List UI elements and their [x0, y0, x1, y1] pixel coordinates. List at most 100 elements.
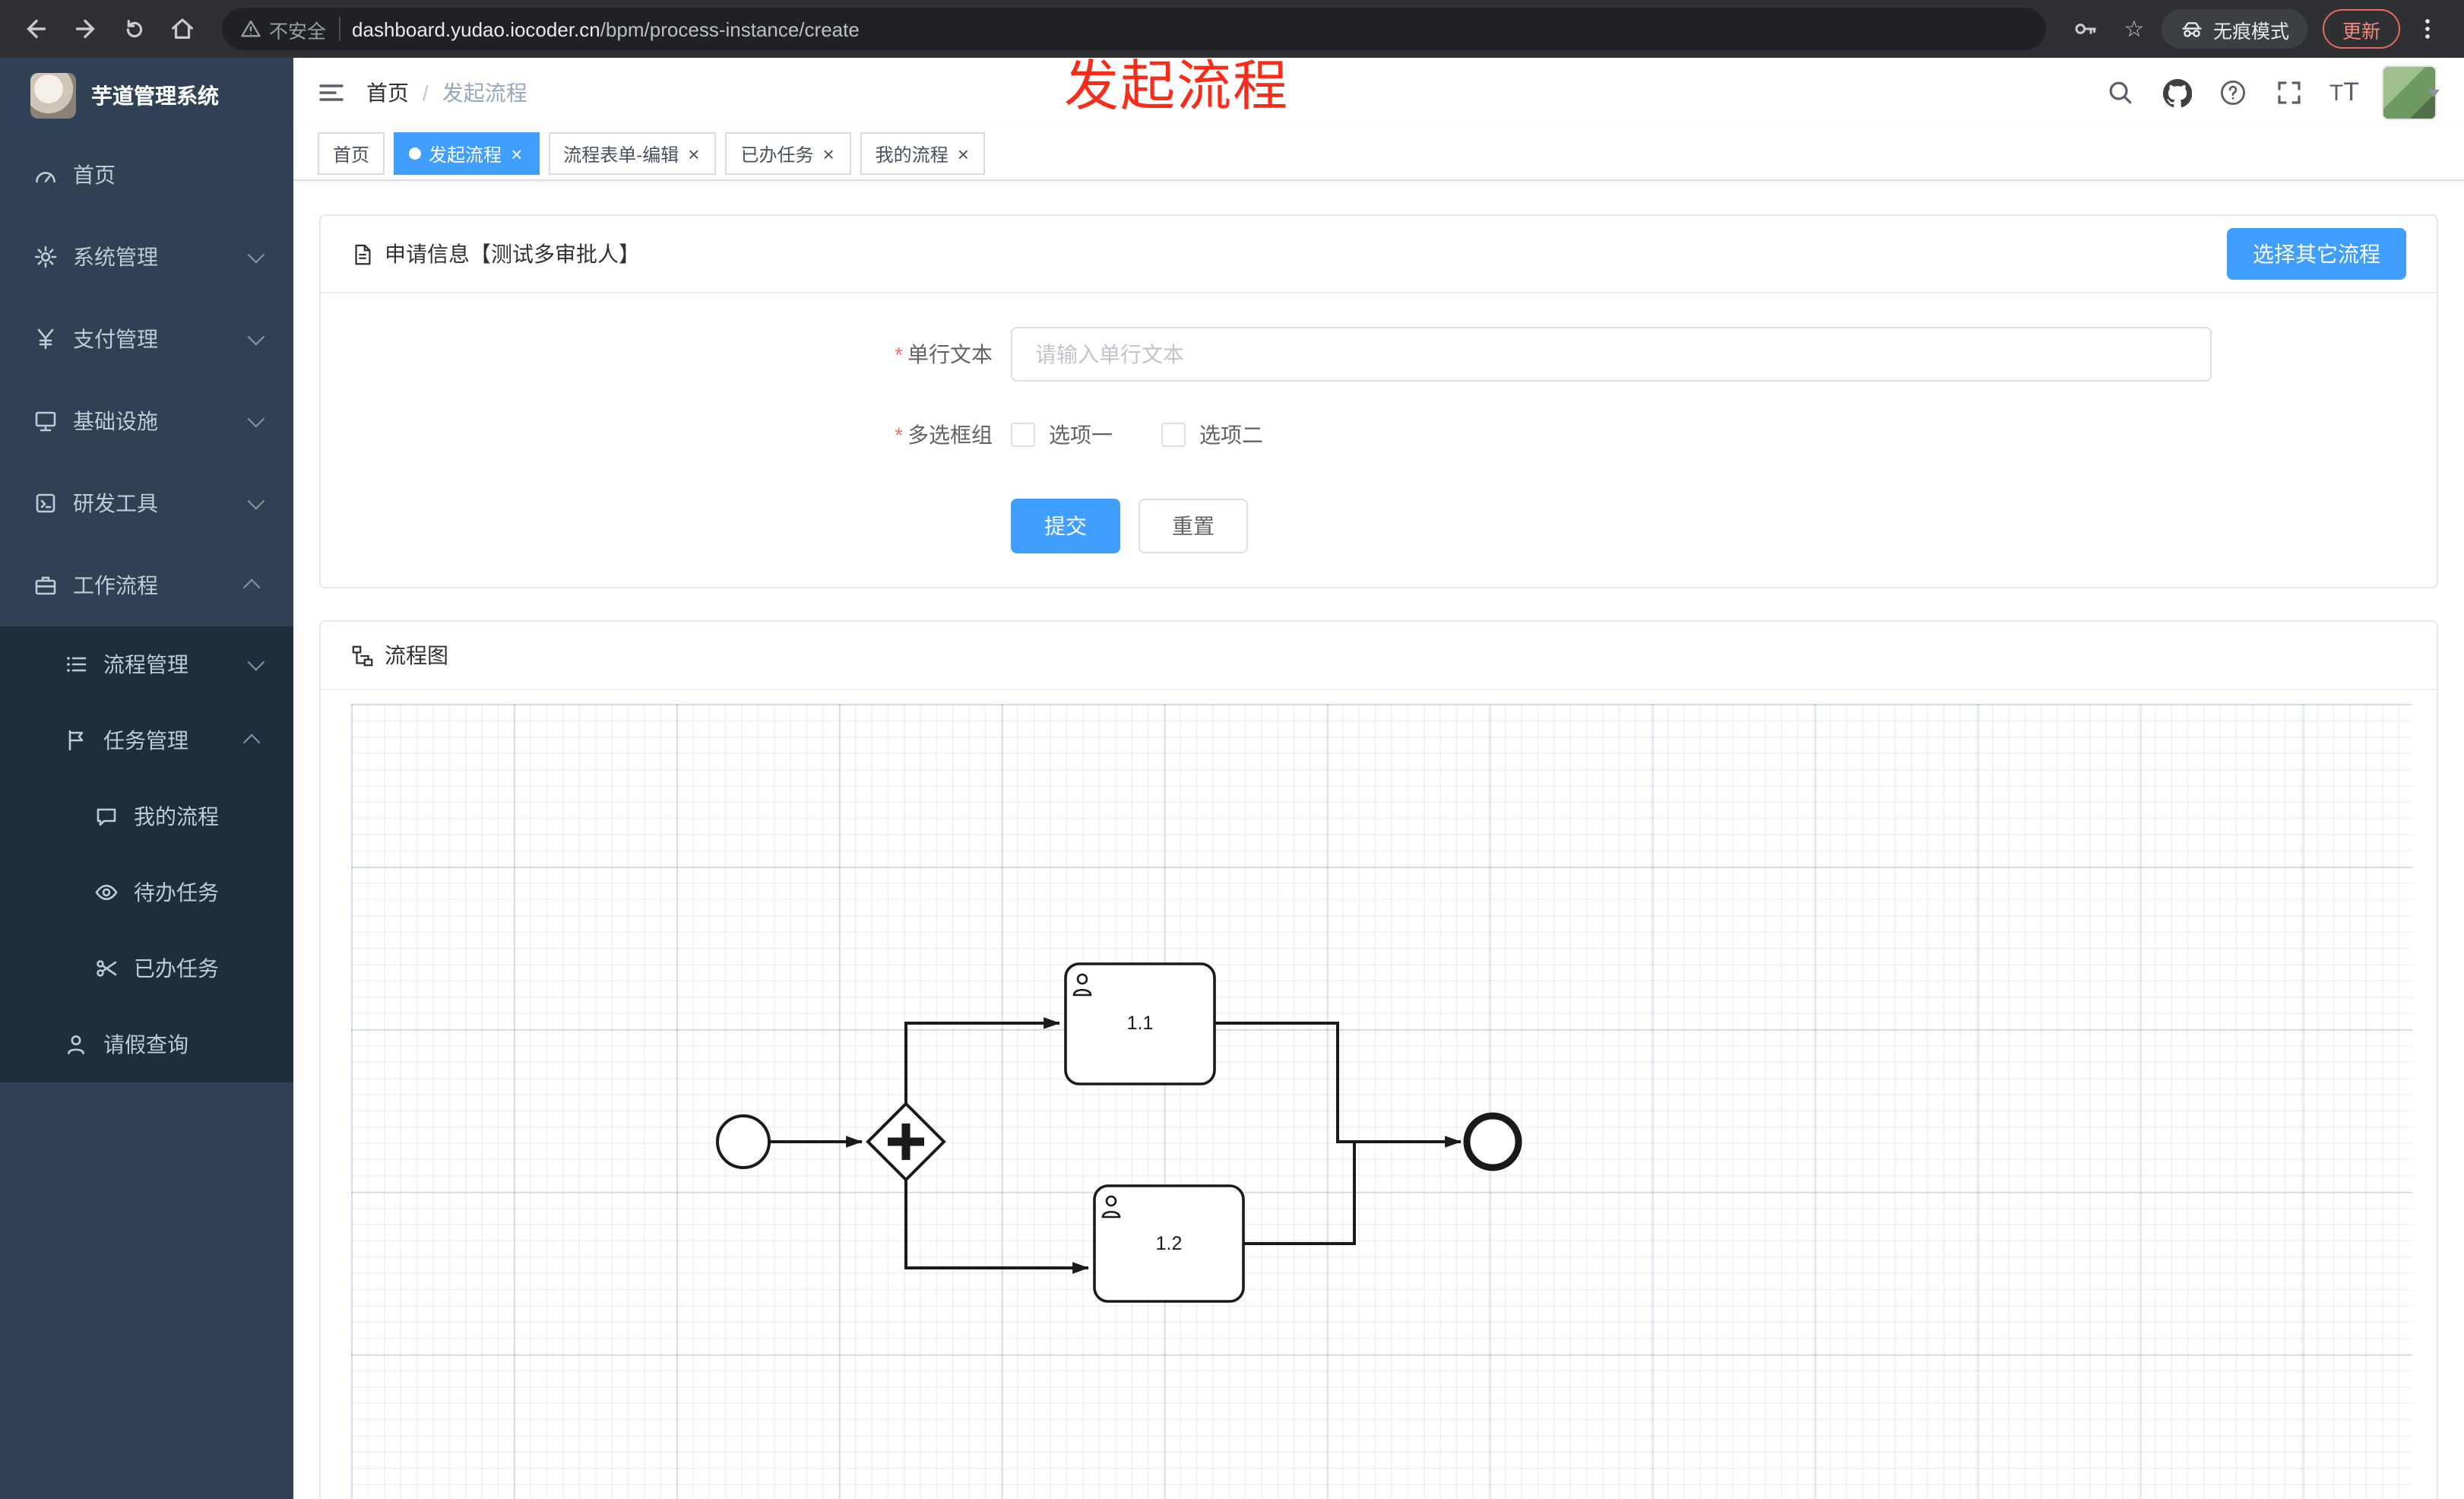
sidebar-item-workflow[interactable]: 工作流程	[0, 544, 293, 626]
gear-icon	[33, 245, 58, 269]
sidebar-item-label: 流程管理	[103, 652, 188, 677]
security-label: 不安全	[269, 21, 327, 42]
security-indicator[interactable]: 不安全	[240, 14, 326, 43]
bpmn-canvas[interactable]: 1.1 1.2	[351, 704, 2412, 1499]
url-text[interactable]: dashboard.yudao.iocoder.cn/bpm/process-i…	[352, 17, 860, 40]
header-search-button[interactable]	[2105, 76, 2138, 109]
tab-process-form-edit[interactable]: 流程表单-编辑 ×	[548, 132, 717, 175]
sidebar-item-label: 研发工具	[73, 491, 158, 515]
tab-close-icon[interactable]: ×	[688, 142, 700, 165]
sidebar-item-process-manage[interactable]: 流程管理	[0, 626, 293, 702]
tab-close-icon[interactable]: ×	[822, 142, 835, 165]
sidebar-item-task-manage[interactable]: 任务管理	[0, 702, 293, 778]
question-circle-icon	[2221, 80, 2246, 106]
parallel-plus-icon	[888, 1123, 924, 1160]
checkbox-label: 选项二	[1199, 423, 1263, 447]
sidebar-item-infrastructure[interactable]: 基础设施	[0, 380, 293, 462]
bookmark-star-button[interactable]: ☆	[2113, 8, 2155, 50]
url-host: dashboard.yudao.iocoder.cn	[352, 17, 600, 40]
text-field-label: *单行文本	[895, 342, 993, 366]
apply-info-title-row: 申请信息【测试多审批人】	[351, 239, 640, 269]
tab-close-icon[interactable]: ×	[511, 142, 523, 165]
sidebar-item-todo-task[interactable]: 待办任务	[0, 854, 293, 930]
sidebar-item-home[interactable]: 首页	[0, 134, 293, 216]
app-title: 芋道管理系统	[91, 84, 219, 108]
sidebar-item-label: 任务管理	[103, 728, 188, 753]
sidebar-item-label: 请假查询	[103, 1032, 188, 1057]
tab-home[interactable]: 首页	[318, 132, 385, 175]
sidebar-item-label: 我的流程	[134, 804, 219, 829]
fullscreen-button[interactable]	[2273, 76, 2307, 109]
sidebar-item-system-manage[interactable]: 系统管理	[0, 216, 293, 298]
chevron-down-icon	[247, 410, 265, 428]
chevron-up-icon	[242, 734, 261, 752]
dashboard-icon	[33, 163, 58, 187]
diagram-title: 流程图	[385, 643, 448, 667]
todo-task-icon	[94, 880, 119, 905]
bpmn-user-task-1: 1.1	[1064, 962, 1216, 1085]
checkbox-icon[interactable]	[1011, 423, 1035, 447]
checkbox-option-1[interactable]: 选项一	[1011, 420, 1113, 450]
bpmn-diagram: 1.1 1.2	[716, 962, 1522, 1303]
sidebar-item-label: 系统管理	[73, 245, 158, 269]
update-label: 更新	[2342, 21, 2380, 42]
breadcrumb-home[interactable]: 首页	[366, 81, 409, 105]
github-icon	[2162, 78, 2192, 107]
url-path: /bpm/process-instance/create	[600, 17, 860, 40]
tab-my-process[interactable]: 我的流程 ×	[860, 132, 986, 175]
user-task-icon	[1072, 973, 1092, 997]
browser-forward-button[interactable]	[64, 8, 106, 50]
task-manage-icon	[64, 728, 88, 753]
sidebar-item-leave-query[interactable]: 请假查询	[0, 1006, 293, 1082]
app-logo[interactable]: 芋道管理系统	[0, 58, 293, 134]
tab-start-process[interactable]: 发起流程 ×	[394, 132, 540, 175]
choose-other-process-button[interactable]: 选择其它流程	[2227, 228, 2406, 280]
chevron-down-icon	[247, 246, 265, 264]
devtools-icon	[33, 491, 58, 515]
refresh-icon	[125, 19, 142, 37]
sidebar-item-payment-manage[interactable]: 支付管理	[0, 298, 293, 380]
tags-view-bar: 首页 发起流程 × 流程表单-编辑 × 已办任务 × 我的流程 ×	[293, 128, 2464, 181]
submit-button[interactable]: 提交	[1011, 499, 1120, 553]
help-doc-button[interactable]	[2217, 76, 2250, 109]
address-bar[interactable]: 不安全 dashboard.yudao.iocoder.cn/bpm/proce…	[222, 8, 2046, 50]
flow-task2-to-end	[1243, 1142, 1356, 1245]
forward-arrow-icon	[75, 19, 95, 39]
password-key-button[interactable]	[2064, 8, 2107, 50]
browser-refresh-button[interactable]	[112, 8, 155, 50]
browser-home-button[interactable]	[161, 8, 204, 50]
url-separator	[338, 17, 340, 41]
my-process-icon	[94, 804, 119, 829]
breadcrumb-current: 发起流程	[442, 81, 527, 105]
tab-done-task[interactable]: 已办任务 ×	[725, 132, 851, 175]
browser-menu-button[interactable]	[2406, 8, 2449, 50]
back-arrow-icon	[27, 19, 46, 39]
document-icon	[355, 243, 371, 265]
reset-button[interactable]: 重置	[1139, 499, 1248, 553]
flow-gateway-to-task2	[904, 1180, 1090, 1274]
browser-back-button[interactable]	[15, 8, 58, 50]
task-label: 1.1	[1127, 1013, 1154, 1034]
checkbox-group-label: *多选框组	[895, 423, 993, 447]
checkbox-option-2[interactable]: 选项二	[1161, 420, 1263, 450]
checkbox-label: 选项一	[1049, 423, 1113, 447]
avatar-caret-down-icon[interactable]	[2428, 90, 2440, 97]
single-line-text-input[interactable]	[1011, 327, 2212, 382]
incognito-icon	[2182, 22, 2202, 37]
chrome-update-button[interactable]: 更新	[2322, 9, 2400, 49]
sidebar-item-done-task[interactable]: 已办任务	[0, 930, 293, 1006]
logo-avatar	[30, 73, 76, 119]
sidebar-item-my-process[interactable]: 我的流程	[0, 778, 293, 854]
github-link-button[interactable]	[2161, 76, 2194, 109]
checkbox-icon[interactable]	[1161, 423, 1186, 447]
flow-gateway-to-task1	[904, 1017, 1061, 1104]
tab-close-icon[interactable]: ×	[957, 142, 969, 165]
key-icon	[2075, 24, 2096, 34]
sidebar-item-devtools[interactable]: 研发工具	[0, 462, 293, 544]
sidebar-collapse-button[interactable]	[318, 79, 345, 106]
sidebar-item-label: 首页	[73, 163, 116, 187]
flowchart-icon	[352, 645, 373, 666]
tab-label: 已办任务	[740, 144, 814, 165]
